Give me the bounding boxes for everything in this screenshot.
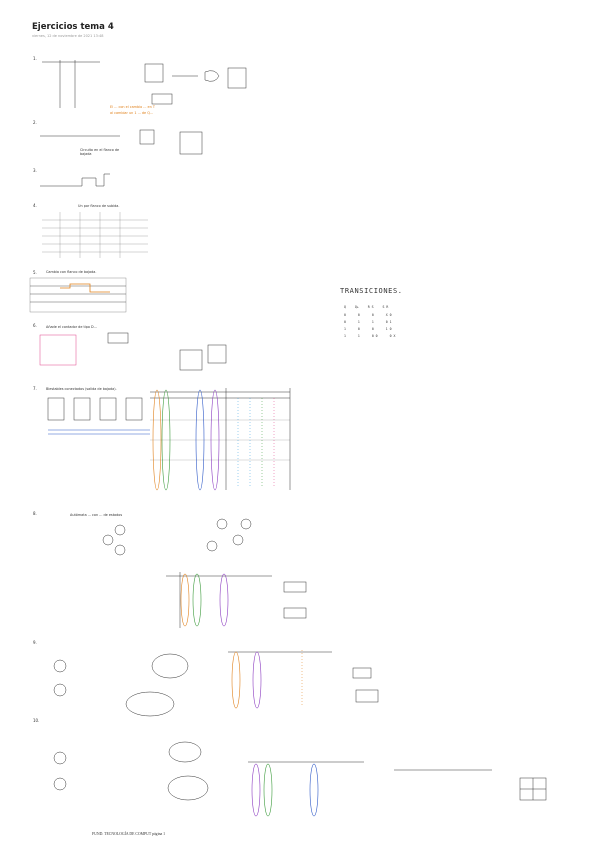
transitions-row: 0 1 1 0 1 bbox=[344, 320, 414, 324]
cell: 1 bbox=[357, 320, 360, 324]
exercise1-note: El ... con el cambio ... en T bbox=[110, 105, 155, 109]
exercise-number: 7. bbox=[33, 386, 37, 391]
page-footer: FUND. TECNOLOGÍA DE COMPUT página 1 bbox=[92, 832, 166, 836]
ex7-flipflop-chain bbox=[47, 397, 150, 435]
exercise2-note: Circuito en el flanco de bajada bbox=[80, 148, 120, 156]
header-cell: S R bbox=[382, 305, 389, 309]
cell: 1 bbox=[371, 320, 374, 324]
cell: 0 bbox=[371, 327, 374, 331]
ex7-big-table bbox=[150, 388, 291, 491]
exercise6-note: Añade el contador de tipo D... bbox=[46, 325, 97, 329]
cell: 1 bbox=[344, 327, 346, 331]
ex2-flipflop-big bbox=[179, 131, 203, 155]
header-cell: Q+ bbox=[354, 305, 359, 309]
cell: 0 1 bbox=[385, 320, 392, 324]
cell: 1 bbox=[344, 334, 346, 338]
ex8-table bbox=[166, 572, 307, 628]
ex6-loops bbox=[39, 334, 77, 366]
cell: X 0 bbox=[385, 313, 392, 317]
exercise8-note: Autómata ... con ... de estados bbox=[70, 513, 123, 517]
exercise-number: 4. bbox=[33, 203, 37, 208]
header-cell: Q bbox=[344, 305, 346, 309]
ex4-timing-grid bbox=[42, 212, 148, 258]
ex6-table bbox=[107, 332, 129, 344]
cell: 1 bbox=[357, 334, 360, 338]
cell: 0 0 bbox=[371, 334, 378, 338]
ex9-diagrams bbox=[53, 650, 379, 717]
ex1-truth-table bbox=[42, 60, 100, 108]
cell: 0 bbox=[344, 320, 346, 324]
exercise1-note: al cambiar un 1 ... de Q... bbox=[110, 111, 154, 115]
exercise-number: 9. bbox=[33, 640, 37, 645]
transitions-header-row: Q Q+ R S S R bbox=[344, 305, 414, 309]
exercise5-note: Cambia con flanco de bajada. bbox=[46, 270, 97, 274]
exercise7-note: Biestables conectados (salida de bajada)… bbox=[46, 387, 117, 391]
cell: 0 bbox=[357, 313, 360, 317]
ex10-diagrams bbox=[53, 741, 547, 817]
exercise-number: 1. bbox=[33, 56, 37, 61]
cell: 0 X bbox=[389, 334, 396, 338]
page-title: Ejercicios tema 4 bbox=[32, 22, 114, 32]
transitions-row: 1 1 0 0 0 X bbox=[344, 334, 414, 338]
ex1-flipflop-a bbox=[144, 63, 164, 83]
cell: 0 bbox=[357, 327, 360, 331]
transitions-row: 0 0 0 X 0 bbox=[344, 313, 414, 317]
exercise-number: 5. bbox=[33, 270, 37, 275]
ex5-orange-wave bbox=[60, 283, 110, 293]
transitions-row: 1 0 0 1 0 bbox=[344, 327, 414, 331]
exercise-number: 10. bbox=[33, 718, 40, 723]
exercise-number: 3. bbox=[33, 168, 37, 173]
cell: 1 0 bbox=[385, 327, 392, 331]
ex6-flipflop-a bbox=[179, 349, 203, 371]
page-subtitle: viernes, 12 de noviembre de 2021 13:48 bbox=[32, 34, 104, 38]
ex8-state-diagrams bbox=[102, 518, 252, 556]
ex1-small-table bbox=[151, 93, 173, 105]
ex1-gate bbox=[204, 70, 220, 82]
exercise-number: 6. bbox=[33, 323, 37, 328]
transitions-table: Q Q+ R S S R 0 0 0 X 0 0 1 1 0 1 1 0 0 1 0 1 1 0 0 0… bbox=[344, 305, 414, 338]
ex1-flipflop-b bbox=[227, 67, 247, 89]
cell: 0 bbox=[371, 313, 374, 317]
exercise-number: 8. bbox=[33, 511, 37, 516]
ex6-flipflop-b bbox=[207, 344, 227, 364]
transitions-title: TRANSICIONES. bbox=[340, 287, 403, 295]
cell: 0 bbox=[344, 313, 346, 317]
ex3-waveform bbox=[40, 173, 110, 187]
header-cell: R S bbox=[367, 305, 374, 309]
exercise-number: 2. bbox=[33, 120, 37, 125]
exercise4-note: Un por flanco de subida. bbox=[78, 204, 120, 208]
ex5-timing-grid bbox=[29, 277, 127, 313]
ex2-flipflop bbox=[139, 129, 155, 145]
